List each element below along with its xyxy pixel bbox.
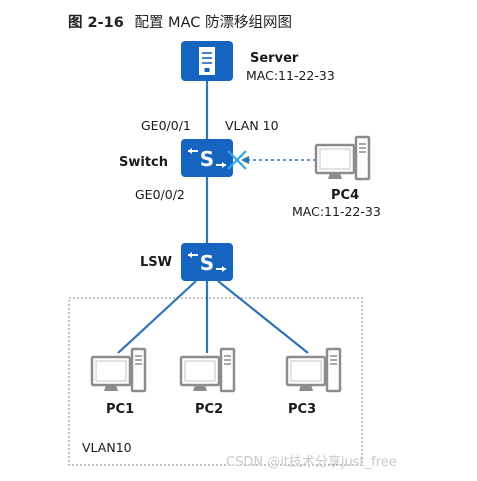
vlan-label: VLAN 10 (225, 118, 279, 133)
blocked-x-icon (227, 150, 247, 170)
watermark: CSDN @it技术分享just_free (226, 454, 397, 470)
pc1-label: PC1 (106, 402, 134, 417)
links (117, 80, 316, 354)
link-lsw-pc3 (217, 280, 309, 354)
pc3-icon (285, 347, 342, 393)
pc4-label: PC4 (331, 188, 359, 203)
pc1-icon (90, 347, 147, 393)
link-lsw-pc1 (117, 280, 197, 354)
server-mac: MAC:11-22-33 (246, 68, 335, 83)
switch-icon (180, 138, 234, 178)
lsw-icon (180, 242, 234, 282)
pc3-label: PC3 (288, 402, 316, 417)
server-device (181, 41, 233, 81)
pc4-mac: MAC:11-22-33 (292, 204, 381, 219)
pc4-icon (314, 135, 371, 181)
port-ge002: GE0/0/2 (135, 187, 185, 202)
port-ge001: GE0/0/1 (141, 118, 191, 133)
lsw-label: LSW (140, 255, 172, 270)
server-label: Server (250, 51, 299, 66)
figure-caption: 图 2-16 配置 MAC 防漂移组网图 (68, 14, 292, 31)
figure-title: 配置 MAC 防漂移组网图 (134, 14, 292, 31)
pc2-label: PC2 (195, 402, 223, 417)
figure-number: 图 2-16 (68, 14, 124, 31)
switch-label: Switch (119, 155, 168, 170)
pc2-icon (179, 347, 236, 393)
arrowhead-icon (241, 156, 249, 164)
vlan-group-label: VLAN10 (82, 440, 132, 455)
vlan-group-box (68, 297, 363, 466)
